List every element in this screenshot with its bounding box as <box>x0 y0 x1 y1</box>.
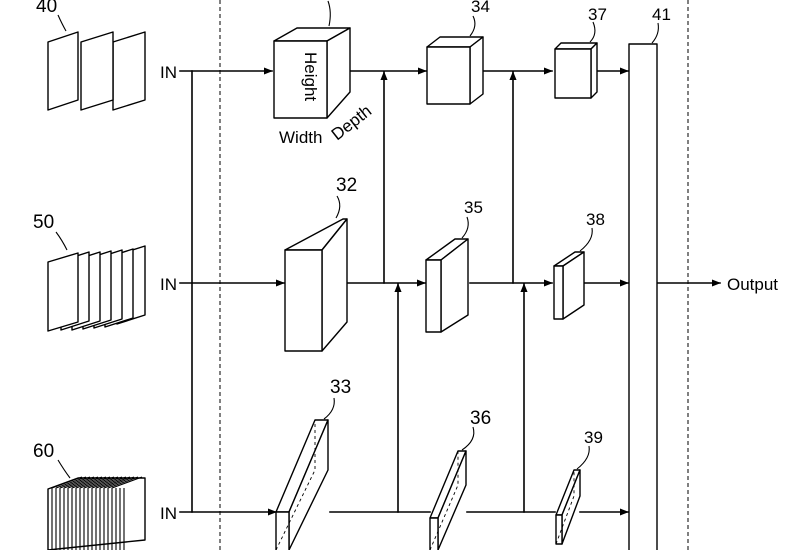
ref-label-60: 60 <box>33 441 54 462</box>
layer-box-35 <box>425 216 469 333</box>
input-stack-60 <box>47 459 146 550</box>
layer-box-36 <box>429 426 475 550</box>
ref-label-38: 38 <box>586 210 605 229</box>
ref-label-31: 31 <box>330 0 349 4</box>
layer-box-31 <box>273 0 351 119</box>
ref-label-50: 50 <box>33 212 54 233</box>
ref-label-39: 39 <box>584 428 603 447</box>
connection-lines <box>179 67 721 516</box>
output-label: Output <box>727 275 778 294</box>
ref-label-34: 34 <box>471 0 490 16</box>
layer-box-37 <box>554 21 598 99</box>
ref-label-37: 37 <box>588 5 607 24</box>
layer-box-38 <box>553 227 593 320</box>
layer-box-34 <box>426 15 484 105</box>
input-label-row2: IN <box>160 275 177 294</box>
input-label-row3: IN <box>160 504 177 523</box>
input-stack-40 <box>47 14 146 111</box>
layer-box-33 <box>275 397 335 550</box>
width-label: Width <box>279 128 322 147</box>
layer-box-41 <box>628 22 659 550</box>
height-label: Height <box>301 52 320 101</box>
ref-label-33: 33 <box>330 377 351 398</box>
ref-label-41: 41 <box>652 5 671 24</box>
ref-label-40: 40 <box>36 0 57 17</box>
input-label-row1: IN <box>160 63 177 82</box>
network-boundary <box>219 0 689 550</box>
input-stack-50 <box>47 231 146 332</box>
ref-label-36: 36 <box>470 408 491 429</box>
ref-label-32: 32 <box>336 175 357 196</box>
ref-label-35: 35 <box>464 198 483 217</box>
layer-box-32 <box>284 195 348 352</box>
layer-box-39 <box>555 445 590 545</box>
